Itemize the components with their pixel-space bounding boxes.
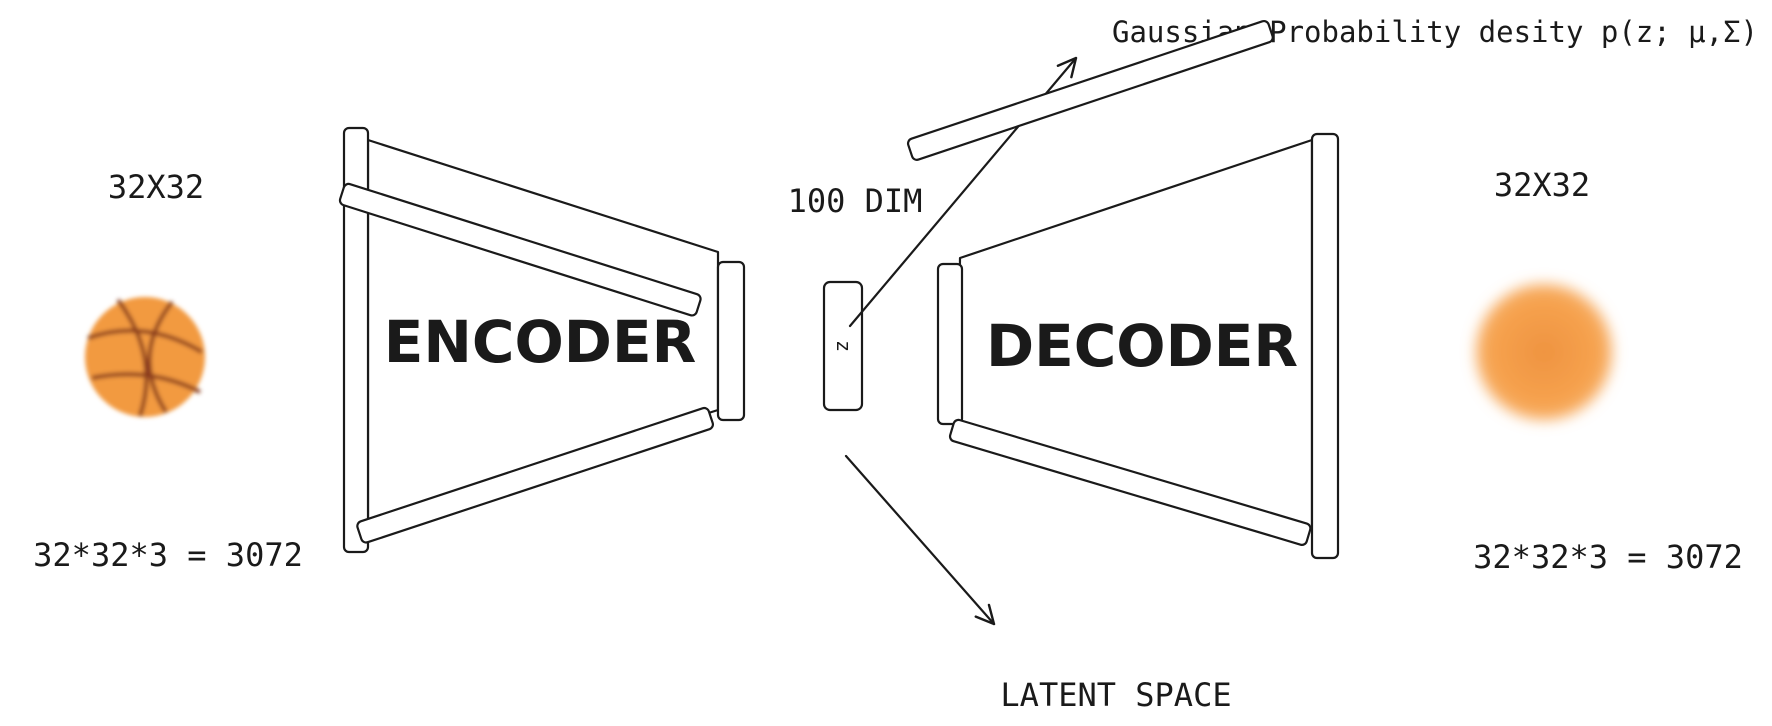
basketball-icon [85,297,205,417]
decoder-block [906,19,1340,560]
blurry-ball-icon [1476,284,1612,420]
latent-space-label: LATENT SPACE [1000,676,1231,714]
decoder-label: DECODER [986,312,1298,380]
output-dims-label: 32*32*3 = 3072 [1473,538,1743,576]
output-size-label: 32X32 [1494,166,1590,204]
latent-space-arrow [844,454,996,626]
encoder-block [338,126,746,554]
input-dims-label: 32*32*3 = 3072 [33,536,303,574]
latent-z-label: z [832,340,856,352]
latent-z-box [822,280,864,412]
encoder-label: ENCODER [384,308,696,376]
latent-dim-label: 100 DIM [788,182,923,220]
input-size-label: 32X32 [108,168,204,206]
